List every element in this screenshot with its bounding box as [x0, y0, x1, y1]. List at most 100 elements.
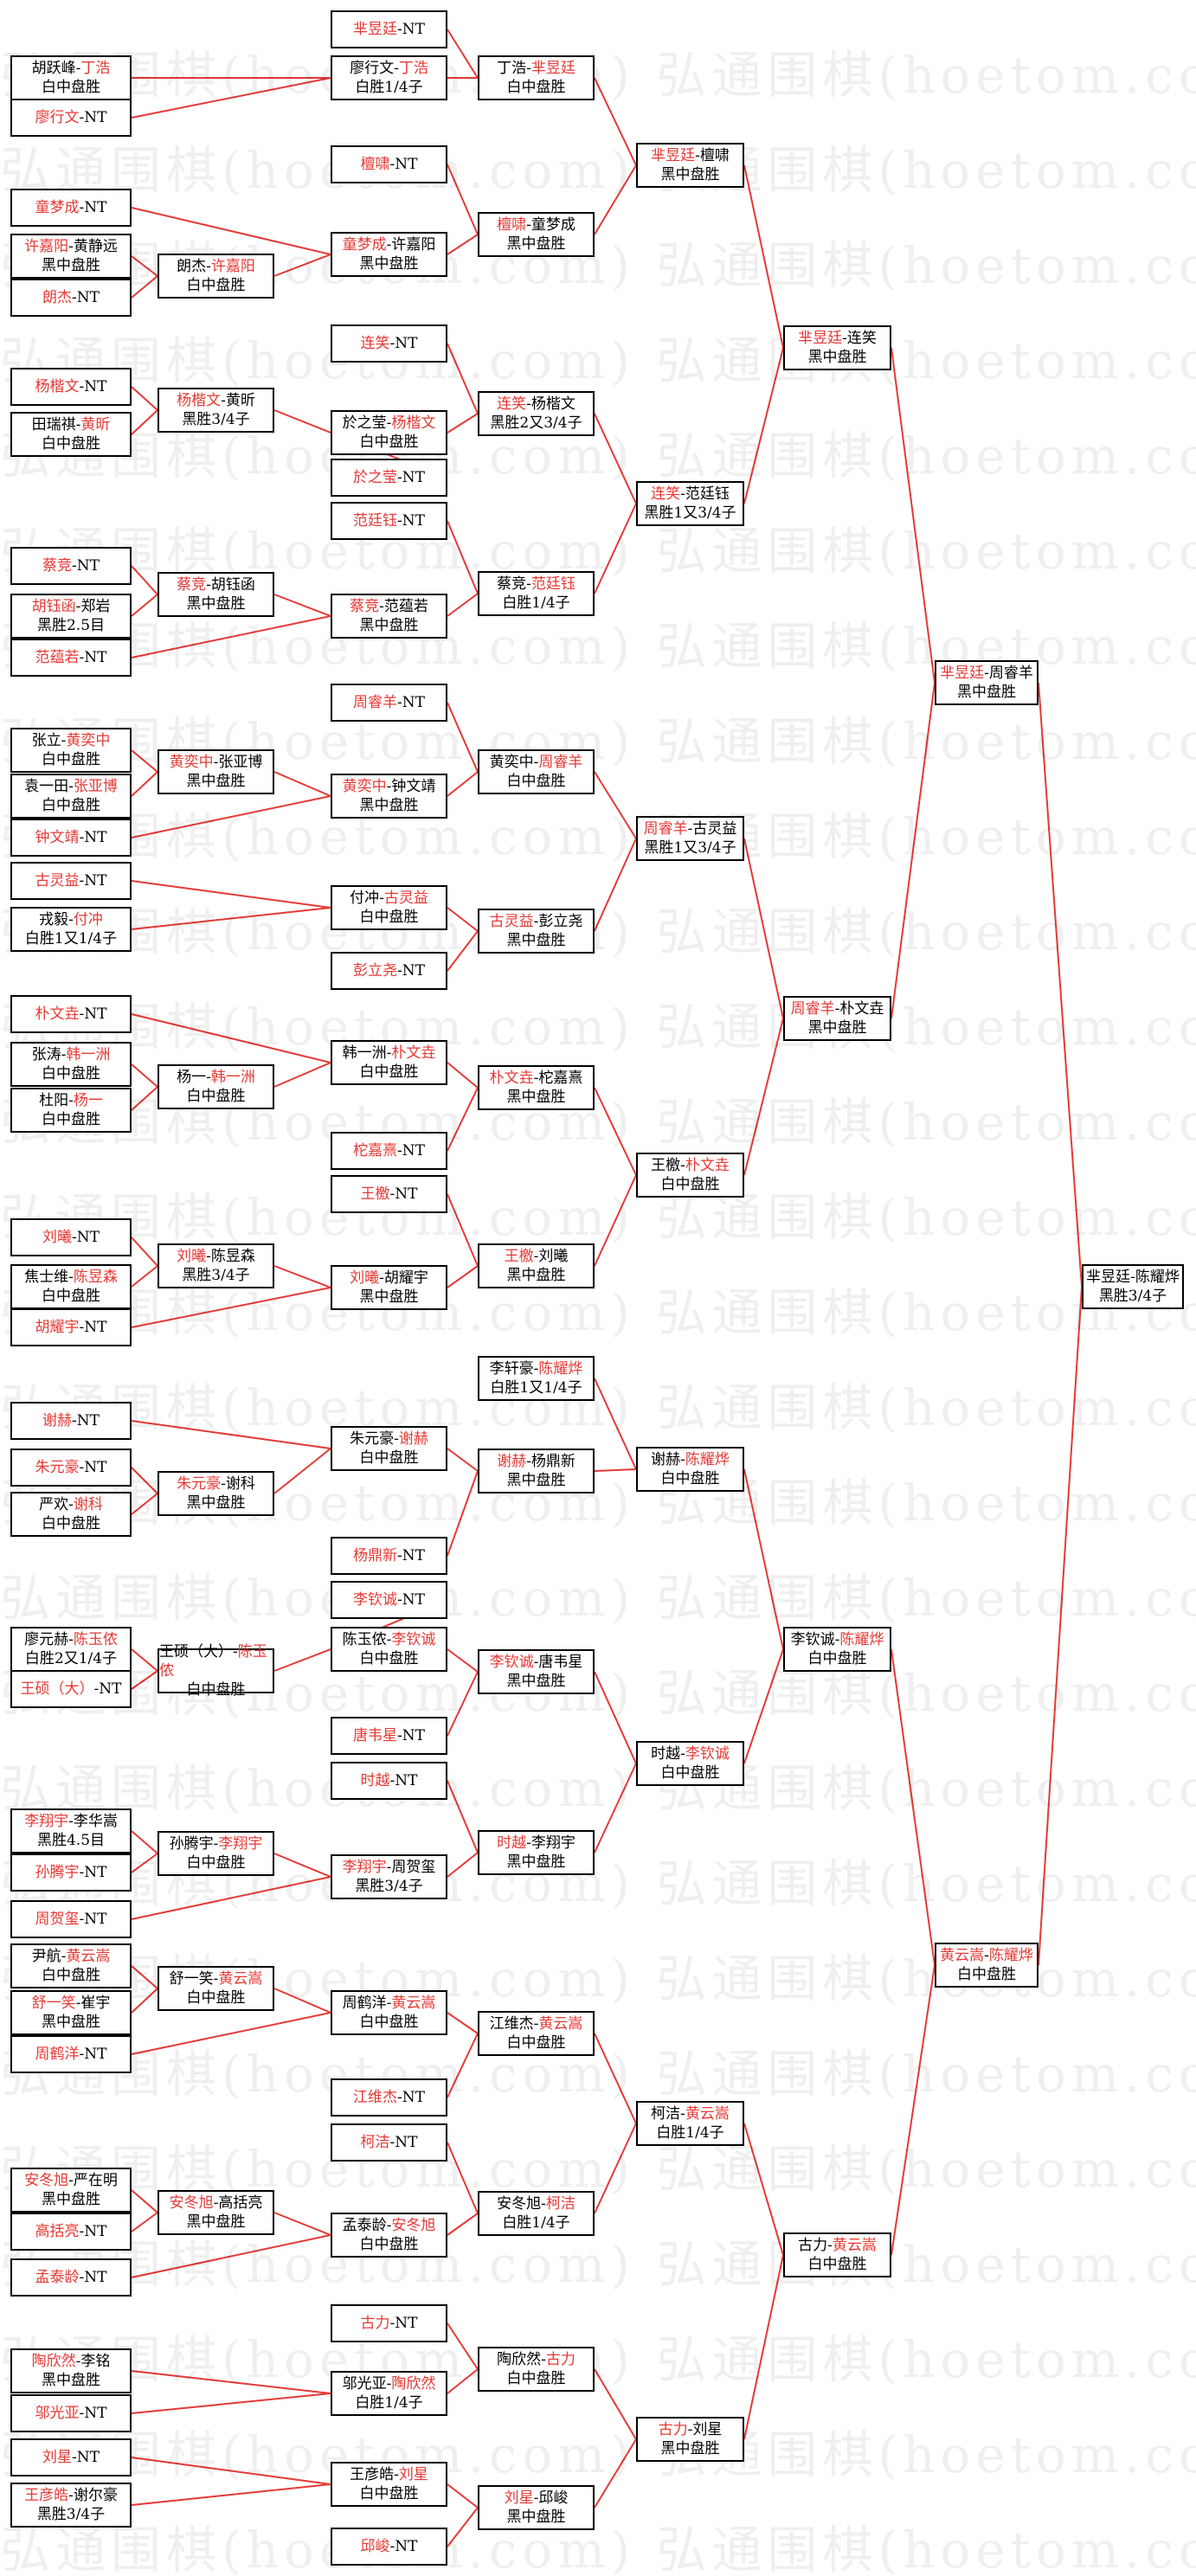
winner-name: 黄云嵩 — [940, 1947, 985, 1964]
bracket-line — [273, 1648, 331, 1672]
match-result: 白中盘胜 — [186, 1989, 246, 2007]
match-players: 蔡竞-NT — [42, 556, 100, 575]
watermark-text: 弘通围棋(hoetom.com) 弘通围棋(hoetom.com) 弘通围棋(h… — [0, 807, 1196, 866]
vs-dash: - — [386, 1631, 392, 1648]
winner-name: 付冲 — [73, 911, 103, 928]
watermark-text: 弘通围棋(hoetom.com) 弘通围棋(hoetom.com) 弘通围棋(h… — [0, 903, 1196, 961]
winner-name: 陈耀烨 — [839, 1631, 884, 1648]
bracket-line — [273, 1265, 331, 1288]
vs-dash: - — [389, 1772, 395, 1789]
match-box: 谢赫-陈耀烨白中盘胜 — [636, 1447, 744, 1492]
match-players: 韩一洲-朴文垚 — [343, 1044, 436, 1063]
match-players: 王檄-NT — [361, 1185, 418, 1204]
match-box: 舒一笑-黄云嵩白中盘胜 — [158, 1966, 274, 2011]
bracket-line — [447, 593, 479, 617]
match-players: 范蕴若-NT — [35, 648, 107, 667]
bracket-line — [447, 907, 479, 932]
bracket-line — [447, 1193, 479, 1267]
player-name: 郑岩 — [80, 598, 111, 615]
match-box: 朱元豪-NT — [10, 1449, 132, 1487]
match-result: 白中盘胜 — [359, 2014, 419, 2031]
player-name: 杨楷文 — [530, 395, 575, 413]
match-box: 廖行文-丁浩白胜1/4子 — [331, 55, 447, 100]
match-players: 王檄-刘曦 — [505, 1247, 569, 1266]
player-name: 邬光亚 — [342, 2375, 387, 2393]
match-result: 黑胜1又3/4子 — [644, 504, 736, 522]
match-result: 白胜1又1/4子 — [490, 1379, 582, 1397]
vs-dash: - — [397, 1547, 402, 1564]
match-box: 连笑-杨楷文黑胜2又3/4子 — [478, 391, 595, 436]
match-box: 时越-李翔宇黑中盘胜 — [478, 1830, 595, 1875]
match-box: 王檄-刘曦黑中盘胜 — [478, 1243, 595, 1288]
vs-dash: - — [984, 1947, 989, 1964]
bracket-line — [131, 1648, 158, 1672]
vs-dash: - — [834, 1000, 840, 1018]
match-players: 谢赫-杨鼎新 — [497, 1452, 575, 1471]
vs-dash: - — [389, 2315, 395, 2332]
winner-name: 古灵益 — [35, 872, 80, 890]
match-players: 李钦诚-唐韦星 — [490, 1653, 583, 1672]
match-result: 白中盘胜 — [359, 434, 419, 451]
vs-dash: - — [233, 1643, 238, 1661]
player-name: NT — [402, 1591, 425, 1609]
match-players: 芈昱廷-檀啸 — [651, 146, 730, 165]
player-name: 谢赫 — [651, 1451, 681, 1468]
bracket-line — [131, 1063, 158, 1088]
bracket-line — [594, 77, 637, 166]
bracket-line — [131, 275, 158, 299]
winner-name: 李钦诚 — [353, 1591, 398, 1609]
match-result: 黑中盘胜 — [359, 617, 419, 634]
match-result: 白中盘胜 — [42, 1111, 100, 1128]
match-players: 唐韦星-NT — [353, 1726, 425, 1745]
match-box: 刘星-NT — [10, 2438, 132, 2476]
match-result: 白中盘胜 — [42, 435, 100, 453]
player-name: 高括亮 — [218, 2194, 263, 2212]
match-players: 李钦诚-NT — [353, 1590, 425, 1609]
match-result: 黑胜2又3/4子 — [490, 414, 582, 432]
player-name: 童梦成 — [530, 216, 575, 234]
bracket-line — [447, 1648, 479, 1673]
winner-name: 蔡竞 — [350, 598, 380, 615]
player-name: NT — [395, 335, 418, 352]
match-box: 杜阳-杨一白中盘胜 — [10, 1088, 132, 1133]
watermark-text: 弘通围棋(hoetom.com) 弘通围棋(hoetom.com) 弘通围棋(h… — [0, 2425, 1196, 2484]
match-result: 黑中盘胜 — [186, 2213, 246, 2231]
bracket-line — [891, 682, 936, 1019]
winner-name: 黄云嵩 — [218, 1970, 263, 1988]
match-players: 时越-NT — [361, 1771, 418, 1790]
player-name: 钟文靖 — [391, 778, 436, 795]
match-players: 杨楷文-黄昕 — [177, 391, 255, 410]
match-players: 安冬旭-高括亮 — [170, 2194, 263, 2213]
vs-dash: - — [389, 2134, 395, 2151]
match-players: 檀啸-NT — [361, 155, 418, 174]
bracket-line — [594, 1087, 637, 1176]
vs-dash: - — [389, 1185, 395, 1203]
player-name: NT — [84, 872, 107, 890]
match-result: 白中盘胜 — [359, 1449, 419, 1467]
match-players: 芈昱廷-NT — [353, 20, 425, 39]
match-players: 廖元赫-陈玉侬 — [24, 1630, 118, 1649]
vs-dash: - — [68, 1813, 74, 1830]
match-result: 黑中盘胜 — [42, 2014, 100, 2031]
winner-name: 丁浩 — [398, 60, 428, 77]
winner-name: 古灵益 — [383, 890, 428, 907]
match-players: 连笑-范廷钰 — [651, 485, 730, 504]
match-box: 王硕（大）-NT — [10, 1670, 132, 1708]
bracket-line — [447, 2033, 479, 2098]
bracket-line — [447, 771, 479, 797]
vs-dash: - — [213, 1835, 219, 1853]
player-name: NT — [402, 694, 425, 711]
vs-dash: - — [68, 238, 74, 255]
vs-dash: - — [526, 1453, 531, 1470]
player-name: 黄昕 — [225, 392, 255, 409]
winner-name: 杨楷文 — [391, 414, 436, 432]
match-box: 芈昱廷-周睿羊黑中盘胜 — [935, 660, 1038, 705]
bracket-line — [131, 1965, 158, 1989]
match-box: 杨楷文-黄昕黑胜3/4子 — [158, 388, 274, 433]
match-result: 白中盘胜 — [957, 1966, 1016, 1983]
match-box: 丁浩-芈昱廷白中盘胜 — [478, 55, 595, 100]
match-players: 安冬旭-柯洁 — [497, 2194, 575, 2213]
bracket-line — [273, 1988, 331, 2014]
bracket-line — [131, 880, 331, 909]
bracket-line — [131, 2234, 331, 2278]
